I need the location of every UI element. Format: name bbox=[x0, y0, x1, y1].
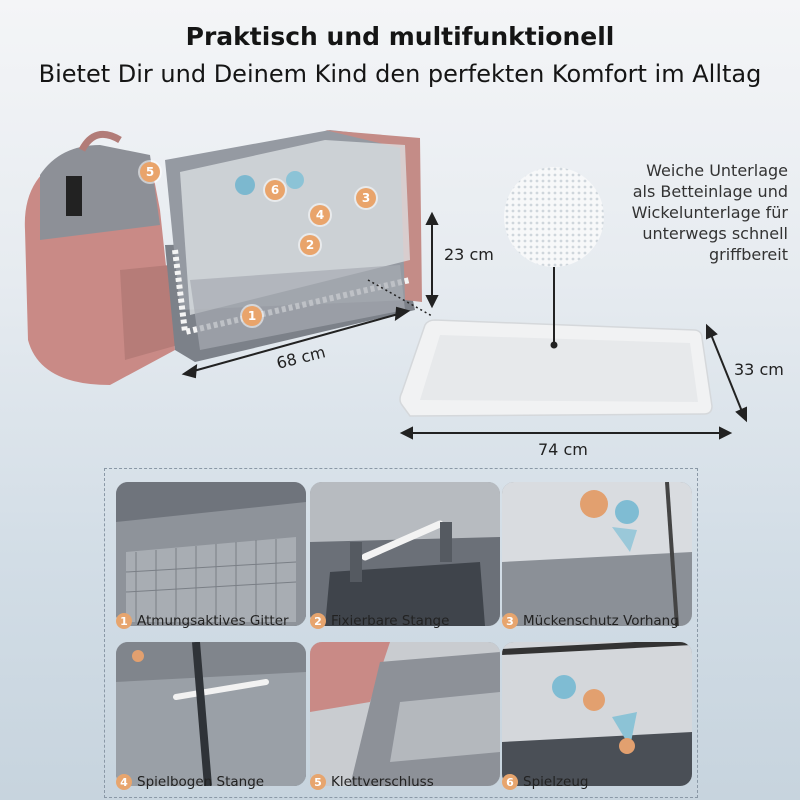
mat-description-line: als Betteinlage und bbox=[632, 182, 788, 201]
feature-caption-1: 1 Atmungsaktives Gitter bbox=[116, 613, 289, 629]
mat-pointer-dot bbox=[550, 341, 558, 349]
feature-number-5: 5 bbox=[310, 774, 326, 790]
dim-bag-height-arrow bbox=[425, 211, 439, 309]
feature-caption-3: 3 Mückenschutz Vorhang bbox=[502, 613, 679, 629]
feature-number-1: 1 bbox=[116, 613, 132, 629]
bag-handle bbox=[78, 130, 122, 152]
feature-photo-1 bbox=[116, 482, 306, 626]
toy-blue-2 bbox=[286, 171, 304, 189]
mat-sheen bbox=[420, 335, 698, 402]
bag-pocket bbox=[120, 265, 178, 360]
connector-dotted bbox=[367, 279, 433, 317]
product-illustration bbox=[24, 130, 747, 440]
page-subtitle: Bietet Dir und Deinem Kind den perfekten… bbox=[38, 60, 762, 88]
feature-photo-2 bbox=[310, 482, 500, 626]
callout-2: 2 bbox=[300, 235, 320, 255]
feature-label-4: Spielbogen Stange bbox=[137, 774, 265, 790]
dim-mat-width: 33 cm bbox=[734, 360, 784, 379]
feature-caption-4: 4 Spielbogen Stange bbox=[116, 774, 264, 790]
feature-caption-6: 6 Spielzeug bbox=[502, 774, 588, 790]
feature-photo-5 bbox=[310, 642, 500, 786]
feature-number-4: 4 bbox=[116, 774, 132, 790]
mat-description-line: Weiche Unterlage bbox=[646, 161, 788, 180]
feature-label-2: Fixierbare Stange bbox=[331, 613, 450, 629]
toy-blue bbox=[235, 175, 255, 195]
dim-mat-width-arrow bbox=[706, 323, 747, 423]
feature-label-6: Spielzeug bbox=[523, 774, 589, 790]
page-title: Praktisch und multifunktionell bbox=[185, 22, 615, 51]
feature-caption-5: 5 Klettverschluss bbox=[310, 774, 434, 790]
feature-number-3: 3 bbox=[502, 613, 518, 629]
feature-caption-2: 2 Fixierbare Stange bbox=[310, 613, 449, 629]
dim-mat-length: 74 cm bbox=[538, 440, 588, 459]
feature-number-6: 6 bbox=[502, 774, 518, 790]
mat-description: Weiche Unterlage als Betteinlage und Wic… bbox=[608, 160, 788, 265]
feature-number-2: 2 bbox=[310, 613, 326, 629]
callout-1: 1 bbox=[242, 306, 262, 326]
dim-mat-length-arrow bbox=[399, 426, 733, 440]
callout-4: 4 bbox=[310, 205, 330, 225]
product-hero: 1 2 3 4 5 6 23 cm 68 cm 33 cm 74 cm bbox=[0, 100, 800, 460]
dim-bag-height: 23 cm bbox=[444, 245, 494, 264]
dim-bag-length-arrow bbox=[181, 306, 411, 379]
callout-3: 3 bbox=[356, 188, 376, 208]
callout-5: 5 bbox=[140, 162, 160, 182]
callout-6: 6 bbox=[265, 180, 285, 200]
mat-description-line: Wickelunterlage für bbox=[631, 203, 788, 222]
bag-top bbox=[40, 145, 160, 240]
mat-description-line: unterwegs schnell bbox=[642, 224, 788, 243]
mat-description-line: griffbereit bbox=[709, 245, 788, 264]
feature-label-1: Atmungsaktives Gitter bbox=[137, 613, 289, 629]
feature-photo-6 bbox=[502, 642, 692, 786]
feature-grid-frame bbox=[104, 468, 698, 798]
feature-photo-4 bbox=[116, 642, 306, 786]
feature-label-3: Mückenschutz Vorhang bbox=[523, 613, 679, 629]
bag-label bbox=[66, 176, 82, 216]
feature-photo-3 bbox=[502, 482, 692, 626]
inner-mesh bbox=[190, 265, 405, 350]
feature-label-5: Klettverschluss bbox=[331, 774, 434, 790]
